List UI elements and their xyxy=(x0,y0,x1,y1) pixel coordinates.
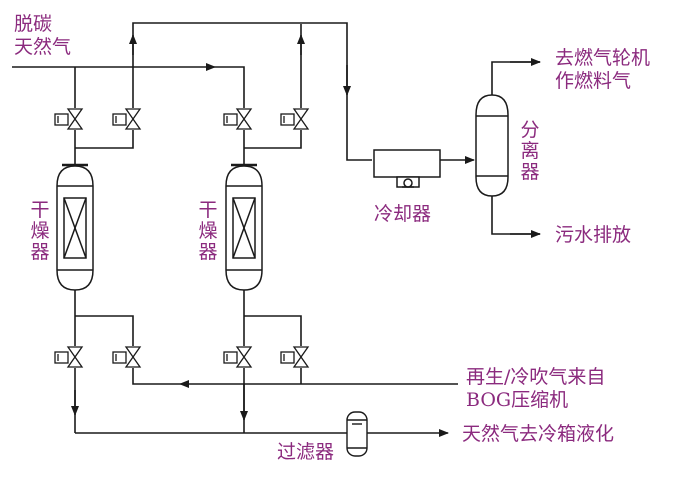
valve-icon xyxy=(67,108,83,130)
cooler-label: 冷却器 xyxy=(374,203,432,225)
regen-gas-label-line2: BOG压缩机 xyxy=(466,389,569,411)
separator-label: 分 离 器 xyxy=(520,120,540,183)
dryer-left-label-char: 器 xyxy=(30,241,50,263)
valve-icon xyxy=(125,108,141,130)
left-dryer-bottom-piping xyxy=(71,290,134,433)
valve-icon xyxy=(125,346,141,368)
actuators xyxy=(54,113,295,364)
regen-gas-label-line1: 再生/冷吹气来自 xyxy=(466,366,606,388)
dryer-right-label-char: 干 xyxy=(198,199,218,221)
dryer-left-label-char: 燥 xyxy=(30,220,50,242)
separator-label-char: 分 xyxy=(520,119,540,141)
actuator-icon xyxy=(54,351,69,364)
dry-gas-header xyxy=(129,22,372,161)
cooler-unit xyxy=(373,149,441,188)
wastewater-label: 污水排放 xyxy=(555,224,632,246)
separator-label-char: 器 xyxy=(520,161,540,183)
left-dryer-top-piping xyxy=(62,130,134,167)
dryer-vessel-right xyxy=(225,165,263,291)
dryer-right-label: 干 燥 器 xyxy=(198,200,218,263)
valve-icon xyxy=(293,346,309,368)
actuator-icon xyxy=(112,351,127,364)
regen-gas-line xyxy=(132,368,458,388)
dryer-left-label-char: 干 xyxy=(30,199,50,221)
separator-vessel xyxy=(475,94,509,197)
actuator-icon xyxy=(223,351,238,364)
dryer-right-label-char: 器 xyxy=(198,241,218,263)
dryer-right-label-char: 燥 xyxy=(198,220,218,242)
feed-gas-label-line2: 天然气 xyxy=(14,36,72,58)
coldbox-label: 天然气去冷箱液化 xyxy=(462,423,615,445)
feed-gas-line xyxy=(12,63,245,108)
filter-unit xyxy=(346,411,368,457)
actuator-icon xyxy=(54,113,69,126)
valve-icon xyxy=(236,108,252,130)
valve-icon xyxy=(236,346,252,368)
valve-icon xyxy=(293,108,309,130)
actuator-icon xyxy=(223,113,238,126)
separator-outlets xyxy=(491,58,541,238)
filter-label: 过滤器 xyxy=(277,441,335,463)
actuator-icon xyxy=(112,113,127,126)
feed-gas-label-line1: 脱碳 xyxy=(14,13,53,35)
separator-label-char: 离 xyxy=(520,140,540,162)
valve-icon xyxy=(67,346,83,368)
actuator-icon xyxy=(280,113,295,126)
dryer-left-label: 干 燥 器 xyxy=(30,200,50,263)
dryer-vessel-left xyxy=(56,165,94,291)
turbine-fuel-label-line1: 去燃气轮机 xyxy=(555,47,651,69)
turbine-fuel-label-line2: 作燃料气 xyxy=(555,70,632,92)
actuator-icon xyxy=(280,351,295,364)
right-dryer-top-piping xyxy=(231,130,302,167)
right-dryer-bottom-piping xyxy=(240,290,302,433)
